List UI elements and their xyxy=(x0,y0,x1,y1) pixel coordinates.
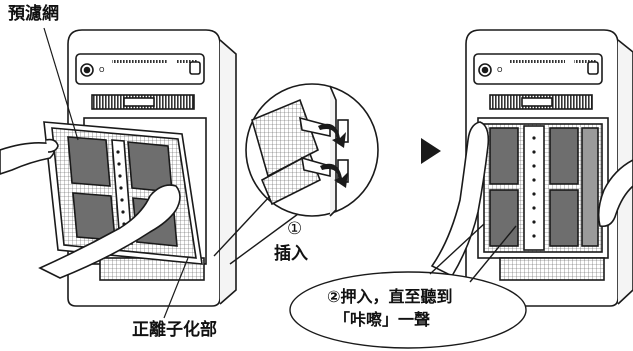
magnifier-pointer xyxy=(213,195,299,265)
svg-text:O: O xyxy=(99,66,105,74)
step1-number: ① xyxy=(287,219,303,239)
prefilter-label: 預濾網 xyxy=(8,4,59,24)
ionizer-label: 正離子化部 xyxy=(132,320,217,340)
right-spine-holes xyxy=(532,136,536,238)
left-leader-lines xyxy=(43,27,189,319)
right-purifier-unit: O xyxy=(465,29,633,307)
left-hands xyxy=(0,138,181,279)
svg-text:O: O xyxy=(497,66,503,74)
detail-magnifier xyxy=(245,83,379,217)
right-hands xyxy=(430,121,633,278)
step2-instruction-line2: 「咔嚓」一聲 xyxy=(334,310,431,329)
insert-arrows xyxy=(318,123,348,188)
step2-callout xyxy=(289,223,527,349)
step1-instruction: 插入 xyxy=(274,244,308,264)
step2-instruction-line1: ②押入，直至聽到 xyxy=(327,287,453,306)
right-triangle-arrow-icon xyxy=(421,138,441,164)
